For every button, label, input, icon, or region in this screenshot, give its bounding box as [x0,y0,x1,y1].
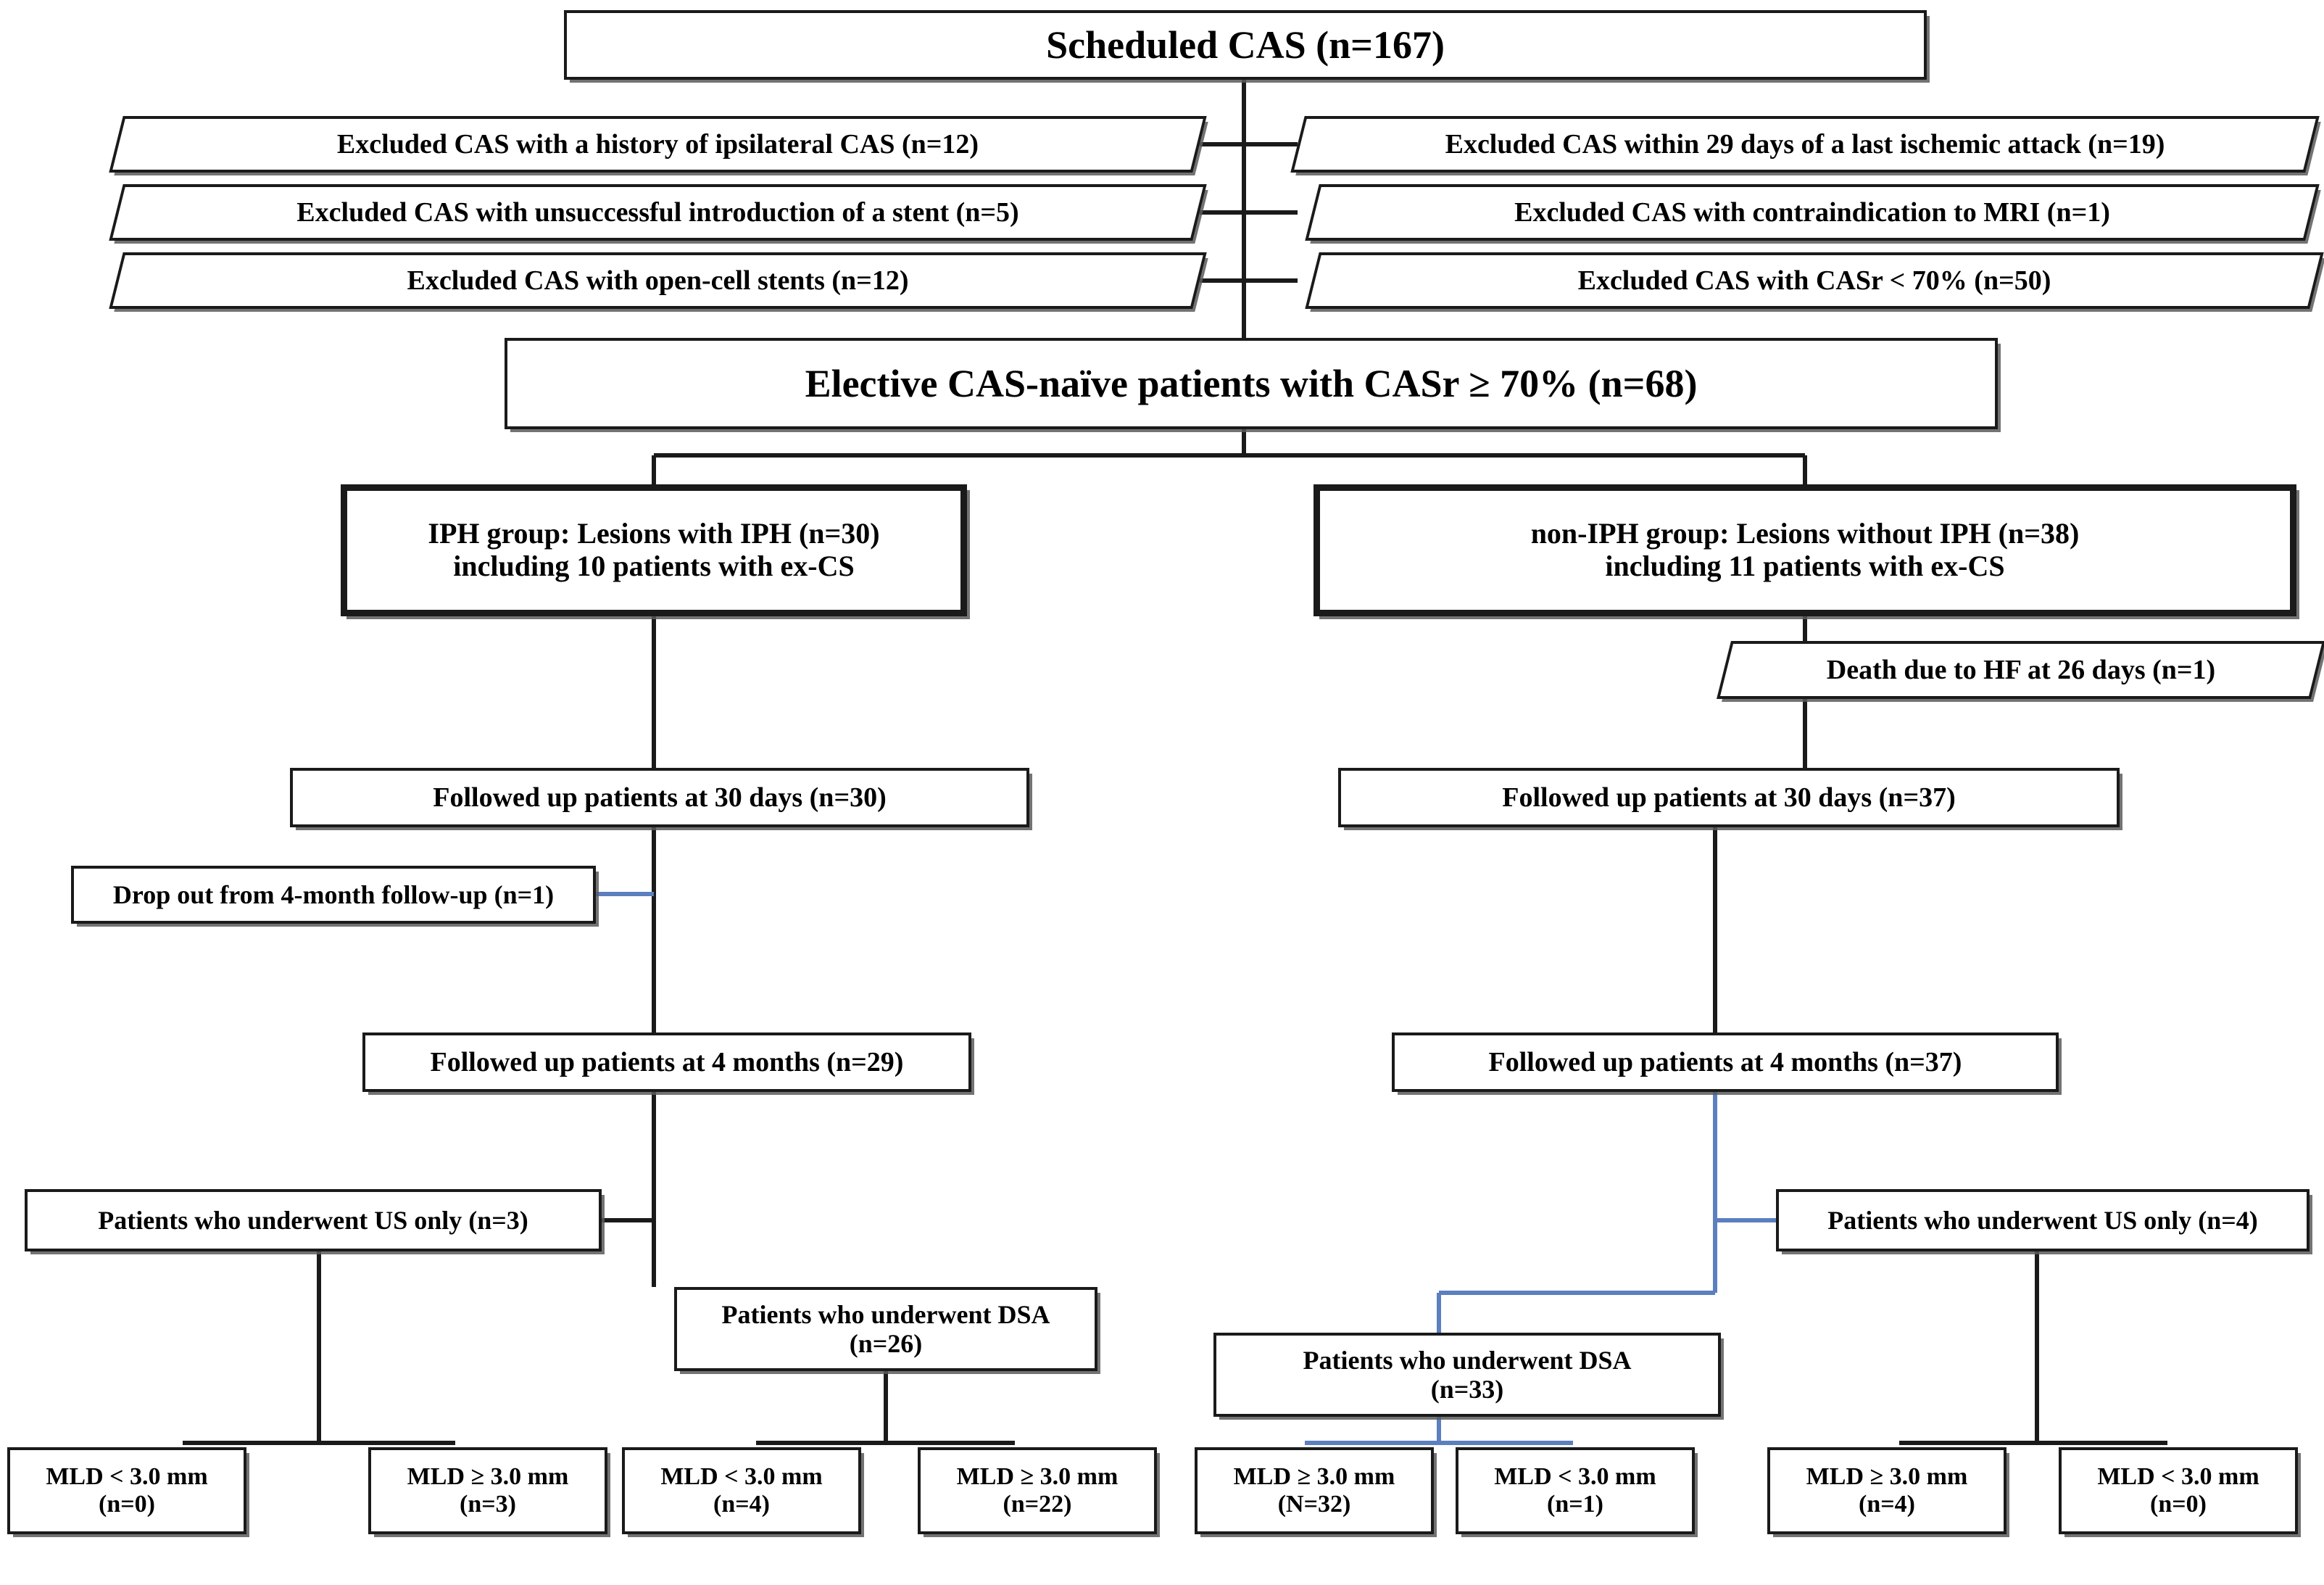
node-scheduled-cas-label: Scheduled CAS (n=167) [1046,22,1445,67]
node-excluded-left-3: Excluded CAS with open-cell stents (n=12… [109,252,1207,309]
node-mld-6: MLD < 3.0 mm (n=1) [1456,1447,1695,1534]
node-excluded-left-3-label: Excluded CAS with open-cell stents (n=12… [407,265,909,296]
node-mld-1-line1: MLD < 3.0 mm [46,1462,208,1490]
node-dsa-noniph-line2: (n=33) [1430,1375,1504,1404]
node-mld-1: MLD < 3.0 mm (n=0) [7,1447,246,1534]
node-non-iph-group: non-IPH group: Lesions without IPH (n=38… [1314,484,2296,616]
node-us-only-noniph-label: Patients who underwent US only (n=4) [1827,1205,2258,1235]
node-non-iph-group-line1: non-IPH group: Lesions without IPH (n=38… [1530,517,2080,550]
node-followup-4m-iph: Followed up patients at 4 months (n=29) [362,1032,971,1092]
node-mld-3-line2: (n=4) [713,1491,770,1518]
node-mld-5-line1: MLD ≥ 3.0 mm [1233,1462,1395,1490]
node-elective-cas-naive: Elective CAS-naïve patients with CASr ≥ … [505,338,1998,429]
node-mld-7: MLD ≥ 3.0 mm (n=4) [1767,1447,2006,1534]
node-mld-4: MLD ≥ 3.0 mm (n=22) [918,1447,1157,1534]
node-mld-4-line2: (n=22) [1003,1491,1072,1518]
node-mld-1-line2: (n=0) [99,1491,155,1518]
node-dropout-4month: Drop out from 4-month follow-up (n=1) [71,866,596,924]
node-excluded-left-1-label: Excluded CAS with a history of ipsilater… [336,128,979,160]
node-death-hf-label: Death due to HF at 26 days (n=1) [1826,654,2216,685]
node-mld-6-line1: MLD < 3.0 mm [1494,1462,1656,1490]
node-dsa-iph-line1: Patients who underwent DSA [721,1299,1050,1329]
node-dsa-noniph: Patients who underwent DSA (n=33) [1213,1333,1721,1417]
node-us-only-noniph: Patients who underwent US only (n=4) [1776,1189,2310,1251]
node-followup-4m-noniph: Followed up patients at 4 months (n=37) [1392,1032,2059,1092]
node-excluded-left-1: Excluded CAS with a history of ipsilater… [109,116,1207,173]
node-scheduled-cas: Scheduled CAS (n=167) [564,10,1927,80]
node-mld-3-line1: MLD < 3.0 mm [660,1462,823,1490]
node-followup-30d-iph-label: Followed up patients at 30 days (n=30) [433,782,887,813]
node-non-iph-group-line2: including 11 patients with ex-CS [1605,550,2005,582]
node-us-only-iph: Patients who underwent US only (n=3) [25,1189,602,1251]
node-followup-4m-noniph-label: Followed up patients at 4 months (n=37) [1488,1046,1962,1077]
node-dsa-iph: Patients who underwent DSA (n=26) [674,1287,1097,1371]
node-mld-5: MLD ≥ 3.0 mm (N=32) [1195,1447,1434,1534]
node-iph-group-line2: including 10 patients with ex-CS [453,550,855,582]
node-excluded-left-2-label: Excluded CAS with unsuccessful introduct… [296,196,1019,228]
node-dsa-iph-line2: (n=26) [849,1329,923,1358]
node-mld-2-line2: (n=3) [460,1491,516,1518]
node-mld-8-line1: MLD < 3.0 mm [2097,1462,2259,1490]
node-followup-30d-iph: Followed up patients at 30 days (n=30) [290,768,1029,827]
node-mld-6-line2: (n=1) [1547,1491,1603,1518]
node-dropout-4month-label: Drop out from 4-month follow-up (n=1) [112,880,555,909]
node-mld-8-line2: (n=0) [2150,1491,2207,1518]
node-excluded-right-1-label: Excluded CAS within 29 days of a last is… [1445,128,2165,160]
node-excluded-right-1: Excluded CAS within 29 days of a last is… [1290,116,2320,173]
node-followup-4m-iph-label: Followed up patients at 4 months (n=29) [430,1046,904,1077]
node-followup-30d-noniph-label: Followed up patients at 30 days (n=37) [1502,782,1956,813]
node-elective-cas-naive-label: Elective CAS-naïve patients with CASr ≥ … [805,361,1698,405]
node-mld-7-line2: (n=4) [1859,1491,1915,1518]
node-mld-8: MLD < 3.0 mm (n=0) [2059,1447,2298,1534]
node-excluded-left-2: Excluded CAS with unsuccessful introduct… [109,184,1207,241]
node-mld-2-line1: MLD ≥ 3.0 mm [407,1462,569,1490]
node-followup-30d-noniph: Followed up patients at 30 days (n=37) [1338,768,2120,827]
node-mld-4-line1: MLD ≥ 3.0 mm [956,1462,1119,1490]
node-mld-2: MLD ≥ 3.0 mm (n=3) [368,1447,607,1534]
node-dsa-noniph-line1: Patients who underwent DSA [1303,1345,1632,1375]
node-excluded-right-3: Excluded CAS with CASr < 70% (n=50) [1305,252,2324,309]
node-iph-group: IPH group: Lesions with IPH (n=30) inclu… [341,484,967,616]
node-iph-group-line1: IPH group: Lesions with IPH (n=30) [428,517,880,550]
node-us-only-iph-label: Patients who underwent US only (n=3) [98,1205,528,1235]
node-mld-5-line2: (N=32) [1277,1491,1351,1518]
node-excluded-right-2: Excluded CAS with contraindication to MR… [1305,184,2320,241]
node-mld-7-line1: MLD ≥ 3.0 mm [1806,1462,1968,1490]
node-excluded-right-2-label: Excluded CAS with contraindication to MR… [1514,196,2110,228]
node-excluded-right-3-label: Excluded CAS with CASr < 70% (n=50) [1577,265,2051,296]
node-death-hf: Death due to HF at 26 days (n=1) [1717,641,2324,699]
node-mld-3: MLD < 3.0 mm (n=4) [622,1447,861,1534]
